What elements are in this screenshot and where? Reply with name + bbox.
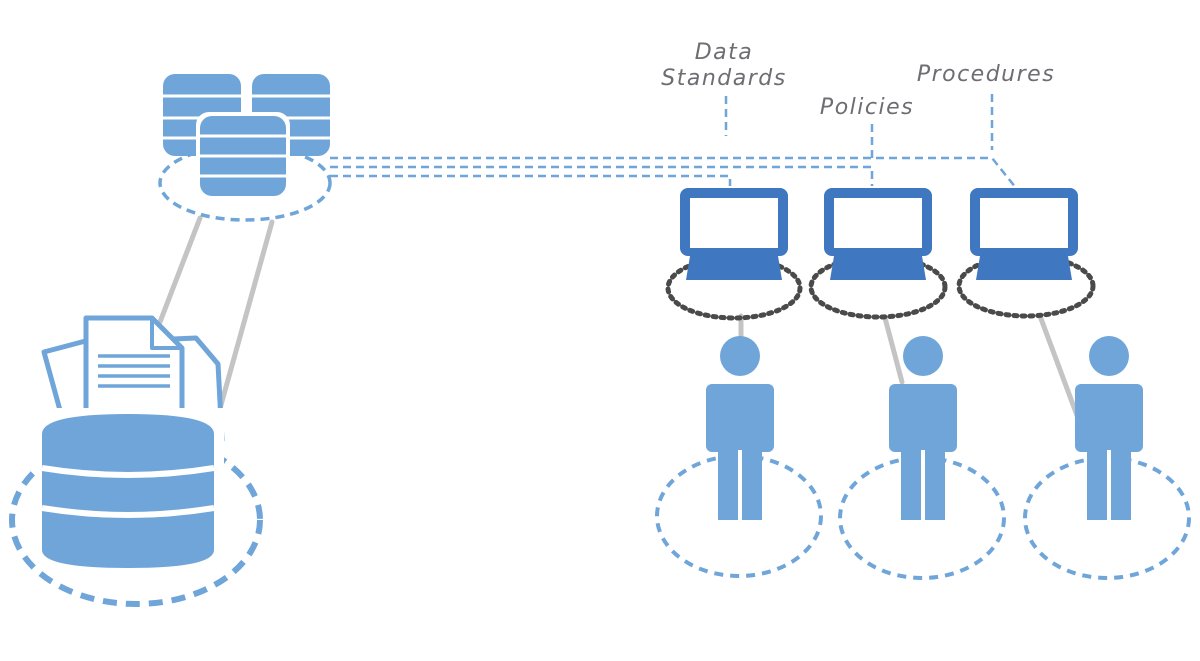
main-database-group bbox=[9, 315, 263, 607]
label-data-standards-line1: Data bbox=[695, 40, 754, 65]
dashed-connections bbox=[330, 94, 1017, 189]
person-icon bbox=[889, 336, 957, 520]
database-cluster-icon bbox=[158, 74, 332, 222]
person-3 bbox=[1023, 336, 1191, 580]
monitor-icon bbox=[970, 188, 1078, 280]
person-icon bbox=[706, 336, 774, 520]
labels: Data Standards Policies Procedures bbox=[661, 40, 1055, 120]
connector-cluster-to-docs bbox=[157, 215, 203, 325]
person-1 bbox=[655, 336, 823, 578]
connector-monitor2-to-person2 bbox=[882, 315, 905, 385]
connector-cluster-to-database bbox=[211, 219, 275, 433]
dashed-line-procedures bbox=[330, 156, 1017, 189]
connector-monitor3-to-person3 bbox=[1037, 313, 1081, 421]
person-2 bbox=[838, 336, 1006, 580]
label-procedures: Procedures bbox=[917, 62, 1055, 87]
person-icon bbox=[1075, 336, 1143, 520]
label-policies: Policies bbox=[820, 95, 914, 120]
label-data-standards-line2: Standards bbox=[661, 66, 786, 91]
small-database-front bbox=[196, 112, 290, 198]
cluster-dashed-ring bbox=[158, 144, 332, 222]
monitor-2 bbox=[808, 188, 948, 320]
database-icon bbox=[36, 408, 224, 568]
monitor-icon bbox=[824, 188, 932, 280]
dashed-line-data-standards bbox=[330, 174, 732, 186]
monitor-3 bbox=[956, 188, 1096, 319]
monitor-icon bbox=[680, 188, 788, 280]
monitor-1 bbox=[665, 188, 803, 321]
